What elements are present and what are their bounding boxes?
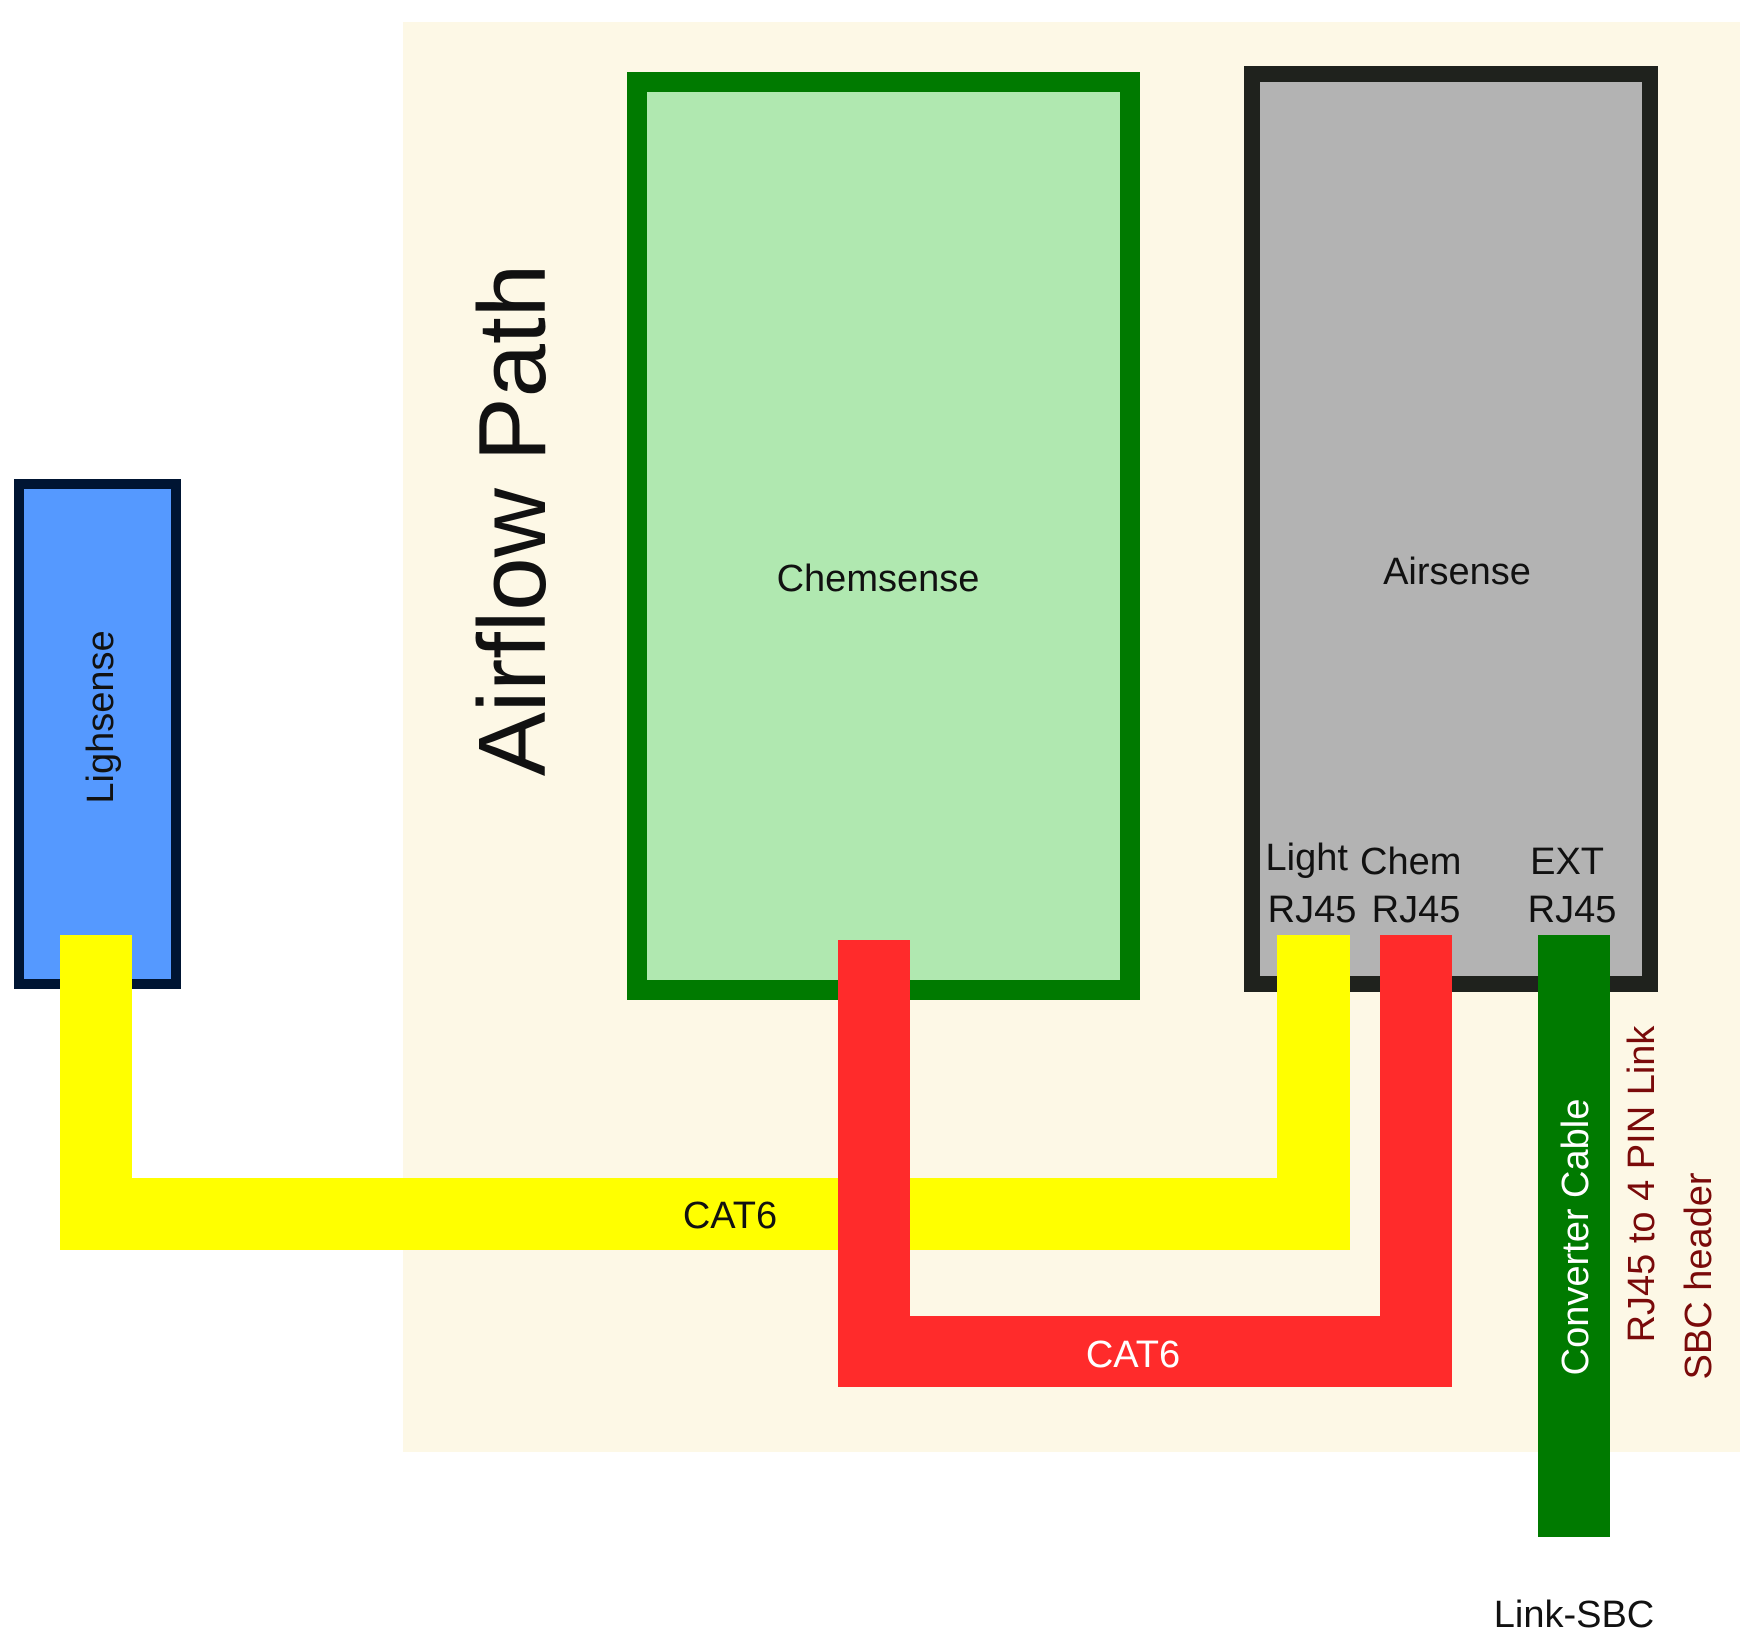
red-cable-left-drop: [838, 940, 910, 1387]
lightsense-label: Lighsense: [80, 630, 122, 803]
chem-port-label: Chem RJ45: [1360, 841, 1472, 931]
converter-note-line2: SBC header: [1678, 1172, 1720, 1379]
chemsense-label: Chemsense: [777, 558, 980, 600]
airsense-module: [1244, 66, 1658, 992]
converter-cable-label: Converter Cable: [1555, 1099, 1597, 1376]
converter-note-line1: RJ45 to 4 PIN Link: [1621, 1025, 1663, 1343]
airsense-label: Airsense: [1383, 551, 1531, 593]
red-cable-label: CAT6: [1086, 1334, 1180, 1376]
light-port-name: Light: [1266, 837, 1349, 879]
converter-cable: [1538, 935, 1610, 1537]
link-sbc-label: Link-SBC: [1494, 1594, 1655, 1636]
light-port-label: Light RJ45: [1266, 837, 1359, 931]
yellow-cable-right-rise: [1277, 935, 1350, 1250]
ext-port-name: EXT: [1530, 841, 1604, 883]
chemsense-module: [627, 72, 1140, 1000]
red-cable-horizontal: [838, 1316, 1452, 1387]
chem-port-type: RJ45: [1372, 889, 1461, 931]
red-cat6-cable: [838, 935, 1452, 1387]
airflow-path-label: Airflow Path: [459, 264, 566, 776]
lightsense-module: [14, 479, 181, 989]
chem-port-name: Chem: [1360, 841, 1461, 883]
ext-port-type: RJ45: [1528, 889, 1617, 931]
yellow-cable-label: CAT6: [683, 1195, 777, 1237]
ext-port-label: EXT RJ45: [1528, 841, 1617, 931]
light-port-type: RJ45: [1268, 889, 1357, 931]
yellow-cable-horizontal: [60, 1178, 1350, 1250]
red-cable-right-rise: [1380, 935, 1452, 1387]
yellow-cat6-cable: [60, 935, 1350, 1250]
